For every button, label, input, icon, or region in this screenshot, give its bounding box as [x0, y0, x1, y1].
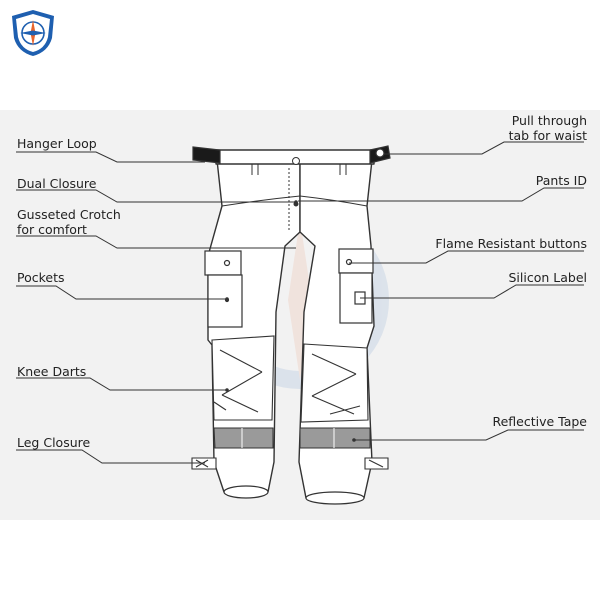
callout-reflective-tape: Reflective Tape [492, 414, 587, 429]
bottom-band [0, 520, 600, 600]
callout-flame-resistant-buttons: Flame Resistant buttons [435, 236, 587, 251]
leader-gusseted-crotch [16, 235, 296, 249]
callout-dual-closure: Dual Closure [17, 176, 97, 191]
leader-silicon-label [360, 284, 584, 299]
reflective-tape [213, 427, 371, 449]
callout-pockets: Pockets [17, 270, 65, 285]
leader-pockets [16, 285, 227, 300]
leader-lines [16, 141, 584, 464]
callout-pull-through-tab-line-2: tab for waist [508, 128, 587, 143]
callout-gusseted-crotch-line-2: for comfort [17, 222, 87, 237]
callout-pull-through-tab-line-1: Pull through [511, 113, 587, 128]
callout-silicon-label: Silicon Label [508, 270, 588, 285]
leader-reflective-tape [354, 429, 584, 441]
callout-gusseted-crotch: Gusseted Crotch for comfort [17, 207, 121, 237]
leader-dots [225, 200, 356, 442]
leader-flame-resistant-buttons [349, 250, 584, 264]
callout-knee-darts: Knee Darts [17, 364, 87, 379]
callout-hanger-loop: Hanger Loop [17, 136, 97, 151]
leader-pants-id [298, 187, 584, 202]
callout-pull-through-tab: Pull through tab for waist [509, 113, 587, 143]
belt-strap [192, 145, 391, 164]
leader-hanger-loop [16, 151, 205, 163]
leader-knee-darts [16, 377, 227, 391]
callout-leg-closure: Leg Closure [17, 435, 91, 450]
leader-pull-through-tab [384, 141, 584, 155]
top-band [0, 0, 600, 110]
knee-patches [211, 335, 369, 423]
compass-shield-icon [12, 10, 54, 56]
cargo-pockets [204, 248, 374, 328]
cuffs [223, 485, 365, 505]
callout-pants-id: Pants ID [535, 173, 587, 188]
leader-dual-closure [16, 189, 296, 203]
callout-gusseted-crotch-line-1: Gusseted Crotch [17, 207, 121, 222]
leader-leg-closure [16, 449, 205, 464]
